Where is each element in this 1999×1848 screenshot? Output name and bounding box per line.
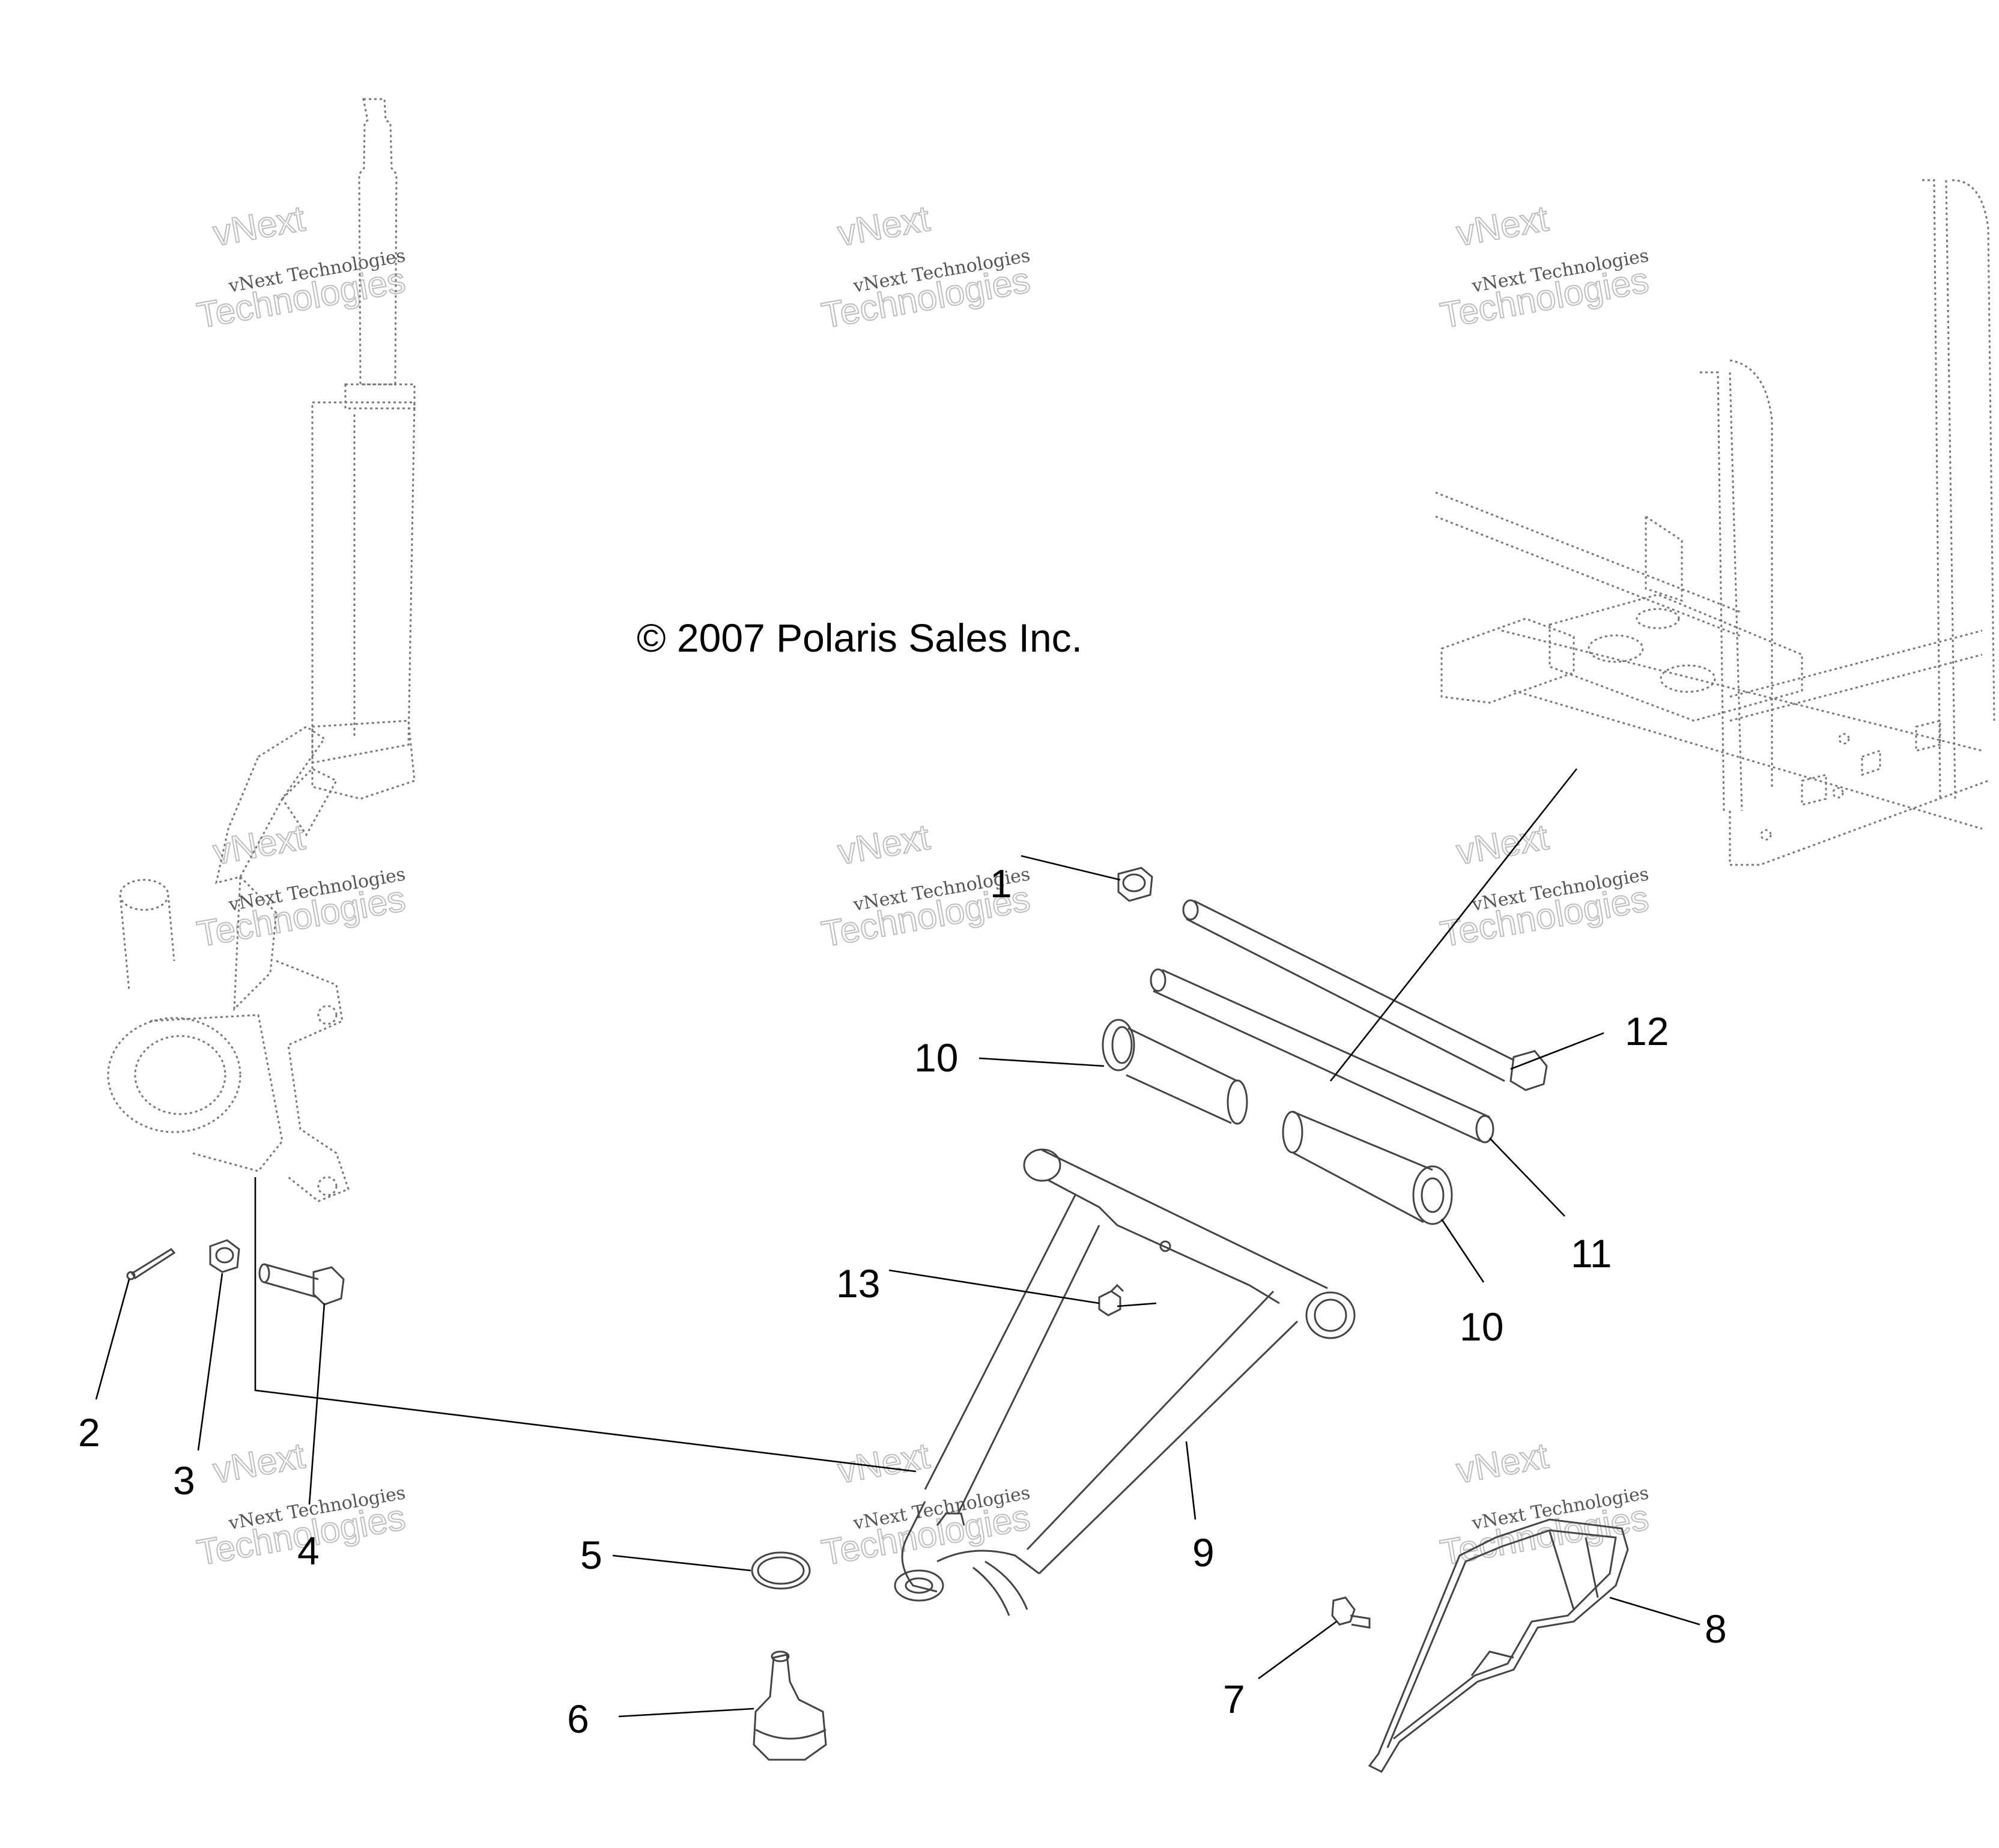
callout-2: 2 [78,1410,100,1455]
callout-9: 9 [1192,1530,1215,1575]
callout-11: 11 [1571,1231,1612,1276]
callout-5: 5 [580,1533,602,1577]
connector-lines [254,768,1578,1473]
part-ball-joint-6 [753,1650,827,1761]
part-bushing-10-upper [1102,1019,1248,1125]
watermark-line1: vNext [835,198,933,254]
callout-7: 7 [1223,1677,1245,1721]
callout-4: 4 [297,1528,320,1573]
callout-numbers: 1 2 3 4 5 6 7 8 9 10 10 11 12 13 [78,861,1727,1741]
callout-10-upper: 10 [914,1035,958,1080]
watermarks: vNext vNext Technologies Technologies vN… [193,198,1652,1574]
callout-3: 3 [173,1458,195,1503]
callout-12: 12 [1625,1009,1669,1053]
steering-knuckle [107,726,350,1202]
watermark-line1: vNext [835,817,933,873]
watermark-line1: vNext [1454,198,1552,254]
callout-13: 13 [836,1261,880,1306]
part-nut-1 [1117,867,1153,902]
watermark: vNext vNext Technologies Technologies [1437,198,1652,336]
part-grease-fitting-13 [1098,1283,1124,1316]
shock-absorber [311,98,416,800]
part-nut-3 [209,1239,240,1273]
part-bushing-10-lower [1282,1110,1453,1225]
part-bolt-12 [1182,899,1548,1091]
callout-8: 8 [1705,1607,1727,1651]
callout-10-lower: 10 [1460,1304,1503,1349]
watermark-line1: vNext [210,198,308,254]
callout-leaders [95,855,1700,1718]
part-cotter-pin-2 [126,1248,176,1280]
watermark: vNext vNext Technologies Technologies [1437,1435,1652,1574]
copyright-text: © 2007 Polaris Sales Inc. [637,616,1082,660]
part-pivot-tube-11 [1150,968,1494,1144]
vehicle-frame [1435,179,1995,866]
callout-6: 6 [567,1697,589,1741]
part-skid-plate-8 [1368,1518,1629,1773]
part-bolt-4 [258,1263,345,1306]
watermark: vNext vNext Technologies Technologies [1437,816,1652,955]
watermark-line1: vNext [210,1435,308,1491]
part-screw-7 [1331,1596,1371,1629]
callout-1: 1 [990,861,1012,906]
watermark: vNext vNext Technologies Technologies [193,816,409,955]
part-a-arm-9 [894,1148,1356,1616]
part-retaining-ring-5 [751,1551,811,1590]
watermark: vNext vNext Technologies Technologies [193,1435,409,1574]
watermark: vNext vNext Technologies Technologies [193,198,409,336]
watermark: vNext vNext Technologies Technologies [818,1435,1034,1574]
watermark-line1: vNext [1454,1435,1552,1491]
watermark: vNext vNext Technologies Technologies [818,198,1034,336]
